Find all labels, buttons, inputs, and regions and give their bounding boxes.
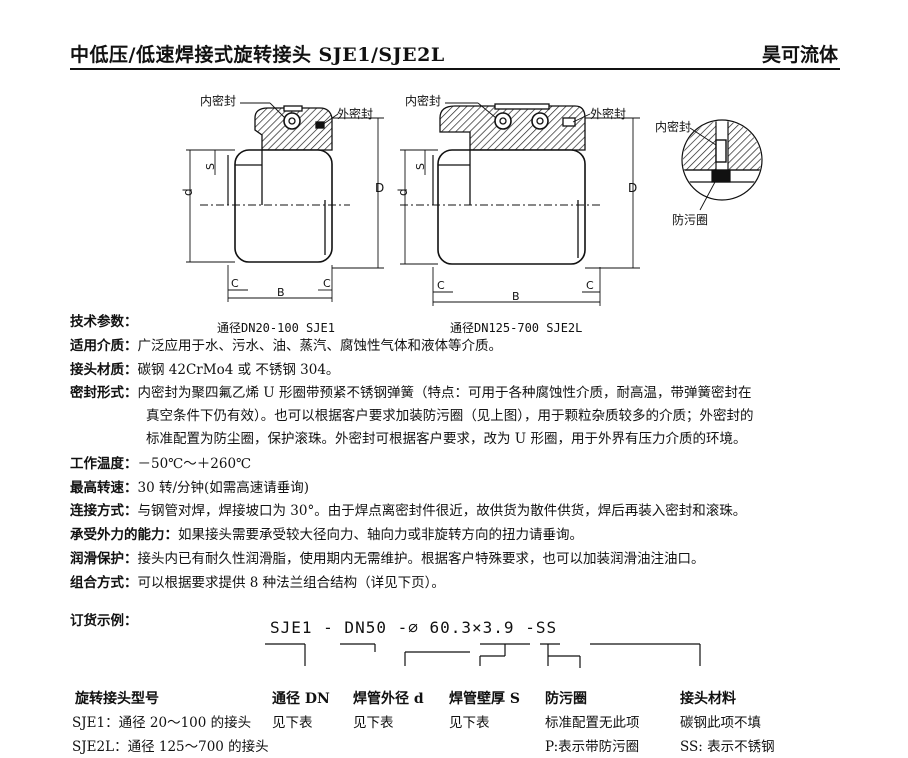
col-dust-line1: 标准配置无此项 <box>545 715 640 731</box>
sje1-dim-D: D <box>375 181 384 195</box>
spec-material: 接头材质：碳钢 42CrMo4 或 不锈钢 304。 <box>70 362 340 378</box>
col-od-head: 焊管外径 d <box>353 691 424 707</box>
spec-tech: 技术参数： <box>70 314 138 330</box>
spec-speed: 最高转速：30 转/分钟(如需高速请垂询) <box>70 480 310 496</box>
sje1-dim-s: S <box>204 163 217 170</box>
detail-dust-ring-label: 防污圈 <box>672 212 708 227</box>
caption-sje1: 通径DN20-100 SJE1 <box>217 321 335 335</box>
col-model-line2: SJE2L：通径 125～700 的接头 <box>72 739 269 755</box>
col-model-head: 旋转接头型号 <box>75 691 159 707</box>
col-dust-head: 防污圈 <box>545 691 587 707</box>
col-model-line1: SJE1：通径 20～100 的接头 <box>72 715 252 731</box>
col-wall-head: 焊管壁厚 S <box>449 691 520 707</box>
spec-lube: 润滑保护：接头内已有耐久性润滑脂，使用期内无需维护。根据客户特殊要求，也可以加装… <box>70 551 705 567</box>
sje2l-dim-d: d <box>396 188 410 196</box>
col-dn-head: 通径 DN <box>272 691 330 707</box>
spec-seal: 密封形式：内密封为聚四氟乙烯 U 形圈带预紧不锈钢弹簧（特点：可用于各种腐蚀性介… <box>70 385 754 447</box>
spec-combo: 组合方式：可以根据要求提供 8 种法兰组合结构（详见下页）。 <box>70 575 445 591</box>
col-material-line1: 碳钢此项不填 <box>680 715 761 731</box>
technical-drawing: 内密封 外密封 d S D C C B 内密封 外密封 d <box>181 93 763 306</box>
sje1-drawing <box>186 102 384 302</box>
page-title: 中低压/低速焊接式旋转接头 SJE1/SJE2L <box>70 44 445 66</box>
order-connectors <box>265 643 701 668</box>
sje2l-drawing <box>400 102 640 306</box>
caption-sje2l: 通径DN125-700 SJE2L <box>450 321 583 335</box>
col-material-head: 接头材料 <box>680 691 736 707</box>
col-dust-line2: P:表示带防污圈 <box>545 739 640 755</box>
order-label: 订货示例： <box>70 613 138 629</box>
col-dn-line1: 见下表 <box>272 715 313 731</box>
sje1-inner-seal-label: 内密封 <box>200 93 236 108</box>
sje1-dim-c-left: C <box>231 277 239 290</box>
detail-inner-seal-label: 内密封 <box>655 119 691 134</box>
header-divider <box>70 68 840 70</box>
col-od-line1: 见下表 <box>353 715 394 731</box>
spec-force: 承受外力的能力：如果接头需要承受较大径向力、轴向力或非旋转方向的扭力请垂询。 <box>70 527 583 543</box>
sje2l-dim-s: S <box>414 163 427 170</box>
sje2l-dim-c-right: C <box>586 279 594 292</box>
spec-temp: 工作温度：－50℃～＋260℃ <box>70 456 252 472</box>
dust-ring-detail <box>681 119 763 211</box>
sje1-dim-b: B <box>277 286 285 299</box>
col-wall-line1: 见下表 <box>449 715 490 731</box>
spec-connect: 连接方式：与钢管对焊，焊接坡口为 30°。由于焊点离密封件很近，故供货为散件供货… <box>70 503 747 519</box>
sje2l-dim-c-left: C <box>437 279 445 292</box>
brand-name: 昊可流体 <box>761 44 838 66</box>
sje1-outer-seal-label: 外密封 <box>337 106 373 121</box>
sje2l-dim-D: D <box>628 181 637 195</box>
sje1-dim-c-right: C <box>323 277 331 290</box>
sje2l-dim-b: B <box>512 290 520 303</box>
spec-media: 适用介质：广泛应用于水、污水、油、蒸汽、腐蚀性气体和液体等介质。 <box>70 338 502 354</box>
sje1-dim-d: d <box>181 188 195 196</box>
col-material-line2: SS: 表示不锈钢 <box>680 739 775 755</box>
sje2l-outer-seal-label: 外密封 <box>590 106 626 121</box>
sje2l-inner-seal-label: 内密封 <box>405 93 441 108</box>
order-code: SJE1 - DN50 -∅ 60.3×3.9 -SS <box>270 618 558 637</box>
